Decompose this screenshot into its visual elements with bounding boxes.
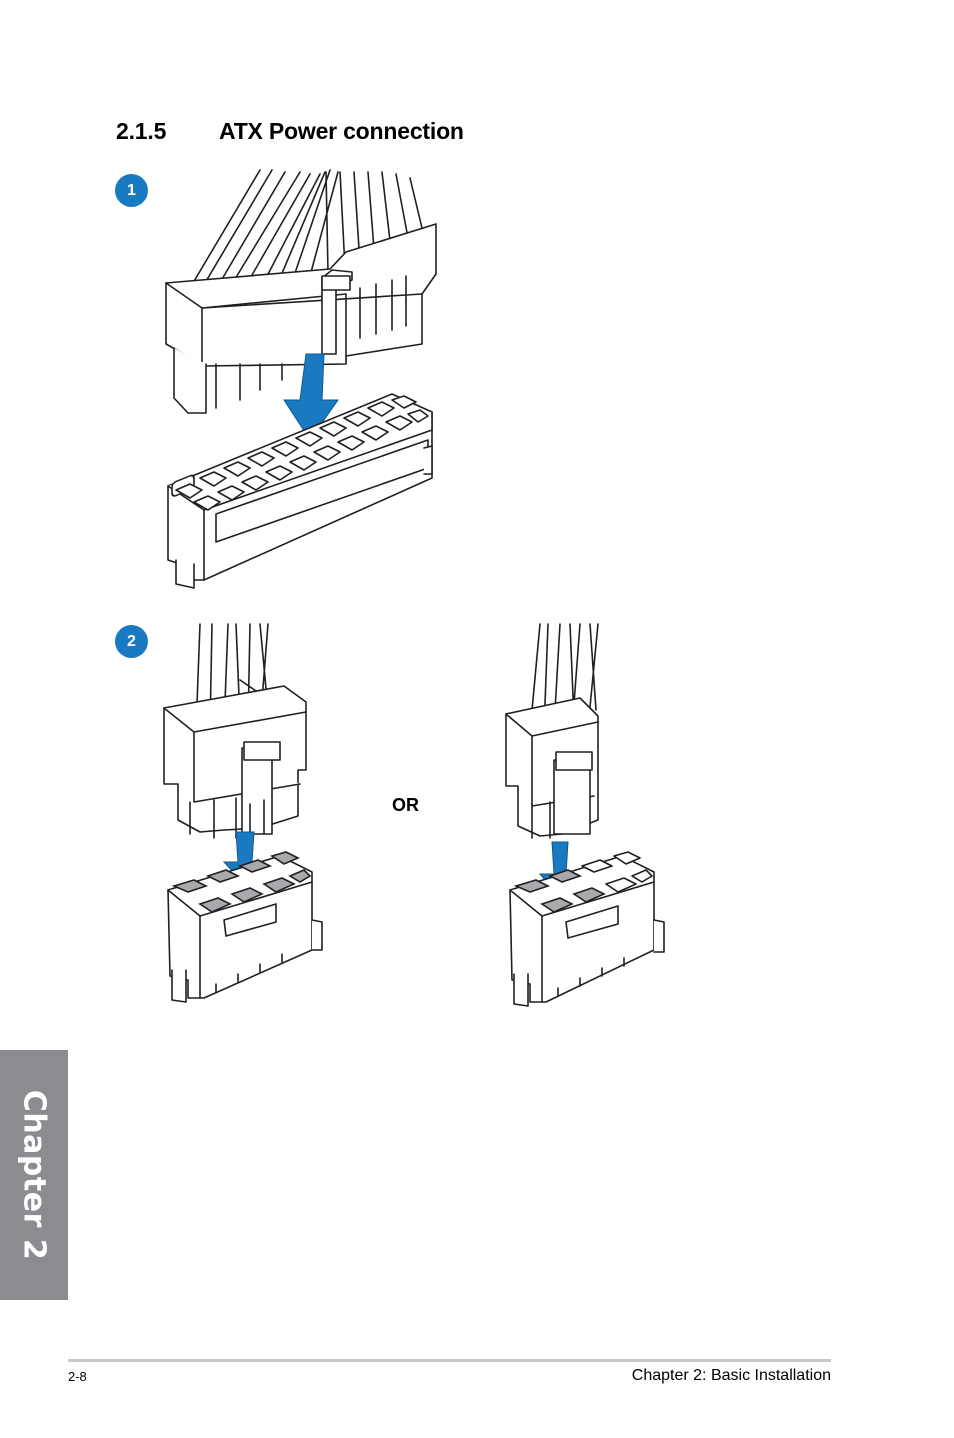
socket-24pin [167,393,433,589]
footer-divider [68,1359,831,1362]
or-separator: OR [392,795,419,815]
footer-page-number: 2-8 [68,1369,87,1384]
plug-8pin [163,685,307,839]
section-number: 2.1.5 [116,118,167,144]
socket-8pin [167,851,323,1003]
atx-24pin-illustration [165,169,437,589]
section-title: ATX Power connection [219,118,464,144]
chapter-side-tab: Chapter 2 [0,1050,68,1300]
step-2-badge: 2 [115,625,148,658]
plug-24pin [165,223,437,414]
footer-chapter-title: Chapter 2: Basic Installation [631,1367,831,1384]
cable-bundle-8pin [195,623,289,731]
cable-bundle [189,169,423,289]
insert-arrow-24pin [283,353,339,441]
section-heading: 2.1.5 ATX Power connection [116,118,464,145]
cable-bundle-4pin [529,623,599,733]
atx12v-4pin-illustration [505,623,665,1007]
step-1-badge: 1 [115,174,148,207]
socket-4pin [509,851,665,1007]
eps-8pin-illustration [163,623,323,1003]
plug-4pin [505,697,599,839]
chapter-side-tab-label: Chapter 2 [16,1089,52,1261]
